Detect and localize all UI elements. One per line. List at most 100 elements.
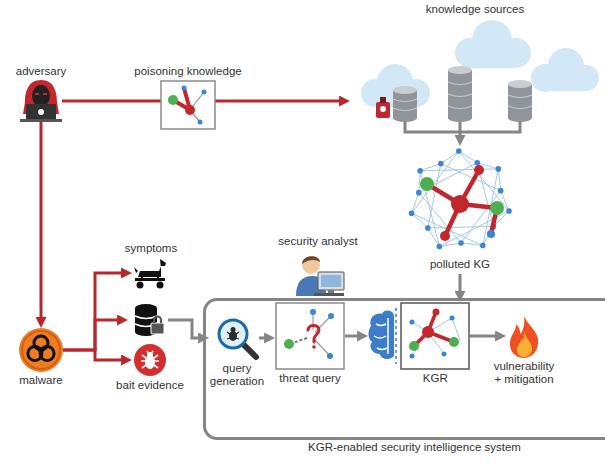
knowledge-graph-icon <box>409 148 512 249</box>
kgr-icon <box>369 310 395 359</box>
analyst-icon <box>296 256 344 296</box>
magnifier-icon <box>231 327 236 332</box>
analyst-node: security analyst <box>292 250 344 296</box>
biohazard-icon <box>28 336 54 361</box>
graph-fine-node <box>437 244 443 250</box>
graph-fine-edge <box>498 169 500 191</box>
cloud-sources-icon <box>448 114 472 122</box>
flow-arrow <box>40 122 43 322</box>
magnifier-icon <box>243 344 256 357</box>
kgr-icon <box>442 352 447 357</box>
node-label: KGR <box>423 372 448 385</box>
poison-graph-icon <box>168 95 178 105</box>
graph-fine-edge <box>412 213 428 228</box>
kgr-icon <box>395 308 397 364</box>
trojan-horse-icon <box>157 276 159 279</box>
poison-graph-icon <box>202 90 207 95</box>
magnifier-icon <box>219 320 256 357</box>
reasoner-box: KGR <box>368 302 470 370</box>
cloud-sources-icon <box>545 75 586 91</box>
magnifier-icon <box>219 320 247 348</box>
node-label: polluted KG <box>430 258 490 271</box>
knowledge-graph-icon <box>427 170 497 236</box>
bug-icon <box>141 351 159 368</box>
cloud-sources-icon <box>508 84 532 118</box>
cloud-sources-icon <box>508 114 532 122</box>
kgr-icon <box>412 318 460 356</box>
cloud-sources-icon <box>393 99 417 111</box>
kgr-icon <box>449 337 459 347</box>
kgr-icon <box>414 312 454 346</box>
graph-fine-node <box>409 211 415 217</box>
graph-fine-edge <box>428 226 494 228</box>
hacker-icon <box>35 93 47 95</box>
cloud-sources-icon <box>470 50 516 68</box>
graph-fine-edge <box>459 151 478 163</box>
poison-graph-icon <box>161 81 215 129</box>
trojan-horse-icon <box>141 276 143 279</box>
poison-graph-icon <box>161 81 215 129</box>
trojan-horse-icon <box>157 282 164 289</box>
graph-fine-edge <box>412 193 419 214</box>
graph-fine-edge <box>428 228 440 247</box>
question-mark <box>308 326 319 343</box>
cloud-sources-icon <box>393 86 417 94</box>
analyst-icon <box>302 256 320 274</box>
hacker-icon <box>32 85 50 107</box>
source-node: knowledge sources <box>350 18 600 118</box>
knowledge-graph-icon <box>409 148 512 249</box>
knowledge-graph-icon <box>490 201 504 215</box>
bug-icon <box>141 351 159 368</box>
system-frame: KGR-enabled security intelligence system… <box>203 298 605 440</box>
bug-icon <box>147 352 153 358</box>
graph-fine-edge <box>419 171 420 193</box>
graph-node: polluted KG <box>405 146 515 256</box>
poison-graph-icon <box>198 120 203 125</box>
process-node: query generation <box>215 316 259 360</box>
locked-database-icon <box>135 304 164 336</box>
threat-query-icon <box>276 303 344 369</box>
flow-arrow <box>345 335 362 338</box>
graph-fine-node <box>458 240 464 246</box>
flow-arrow <box>63 273 126 350</box>
node-label: threat query <box>279 372 340 385</box>
cloud-sources-icon <box>448 82 472 109</box>
fire-icon <box>510 316 538 358</box>
bug-icon <box>134 344 166 376</box>
node-label: query generation <box>207 362 267 388</box>
analyst-icon <box>321 275 341 287</box>
threat-query-icon <box>328 313 334 319</box>
knowledge-graph-icon <box>474 165 484 175</box>
flow-arrow <box>459 274 462 296</box>
graph-fine-node <box>496 166 502 172</box>
locked-database-icon <box>154 317 161 323</box>
poison-graph-icon <box>185 105 195 115</box>
fire-icon <box>510 316 538 358</box>
graph-fine-node <box>474 160 480 166</box>
node-label: adversary <box>16 65 67 78</box>
magnifier-icon <box>227 332 239 339</box>
node-label: vulnerability + mitigation <box>492 360 556 386</box>
cloud-sources-icon <box>448 66 472 74</box>
node-label: symptoms <box>125 242 177 255</box>
poison-bottle <box>380 106 386 112</box>
trojan-horse-icon <box>138 259 166 277</box>
cloud-sources-icon <box>508 80 532 88</box>
biohazard-icon <box>19 328 63 372</box>
graph-fine-edge <box>439 243 461 247</box>
biohazard-icon <box>38 347 44 353</box>
trojan-horse-icon <box>134 259 166 289</box>
kgr-icon <box>410 320 415 325</box>
flow-arrow <box>259 337 269 340</box>
graph-fine-node <box>506 208 512 214</box>
kgr-icon <box>409 341 419 351</box>
node-label: poisoning knowledge <box>134 65 241 78</box>
poison-node: poisoning knowledge <box>160 80 216 130</box>
cloud-sources-icon <box>393 114 417 122</box>
kgr-icon <box>374 318 388 354</box>
cloud-sources-icon <box>508 95 532 109</box>
malware-node: malware <box>19 328 63 372</box>
biohazard-icon <box>19 328 63 372</box>
knowledge-graph-icon <box>487 230 495 238</box>
